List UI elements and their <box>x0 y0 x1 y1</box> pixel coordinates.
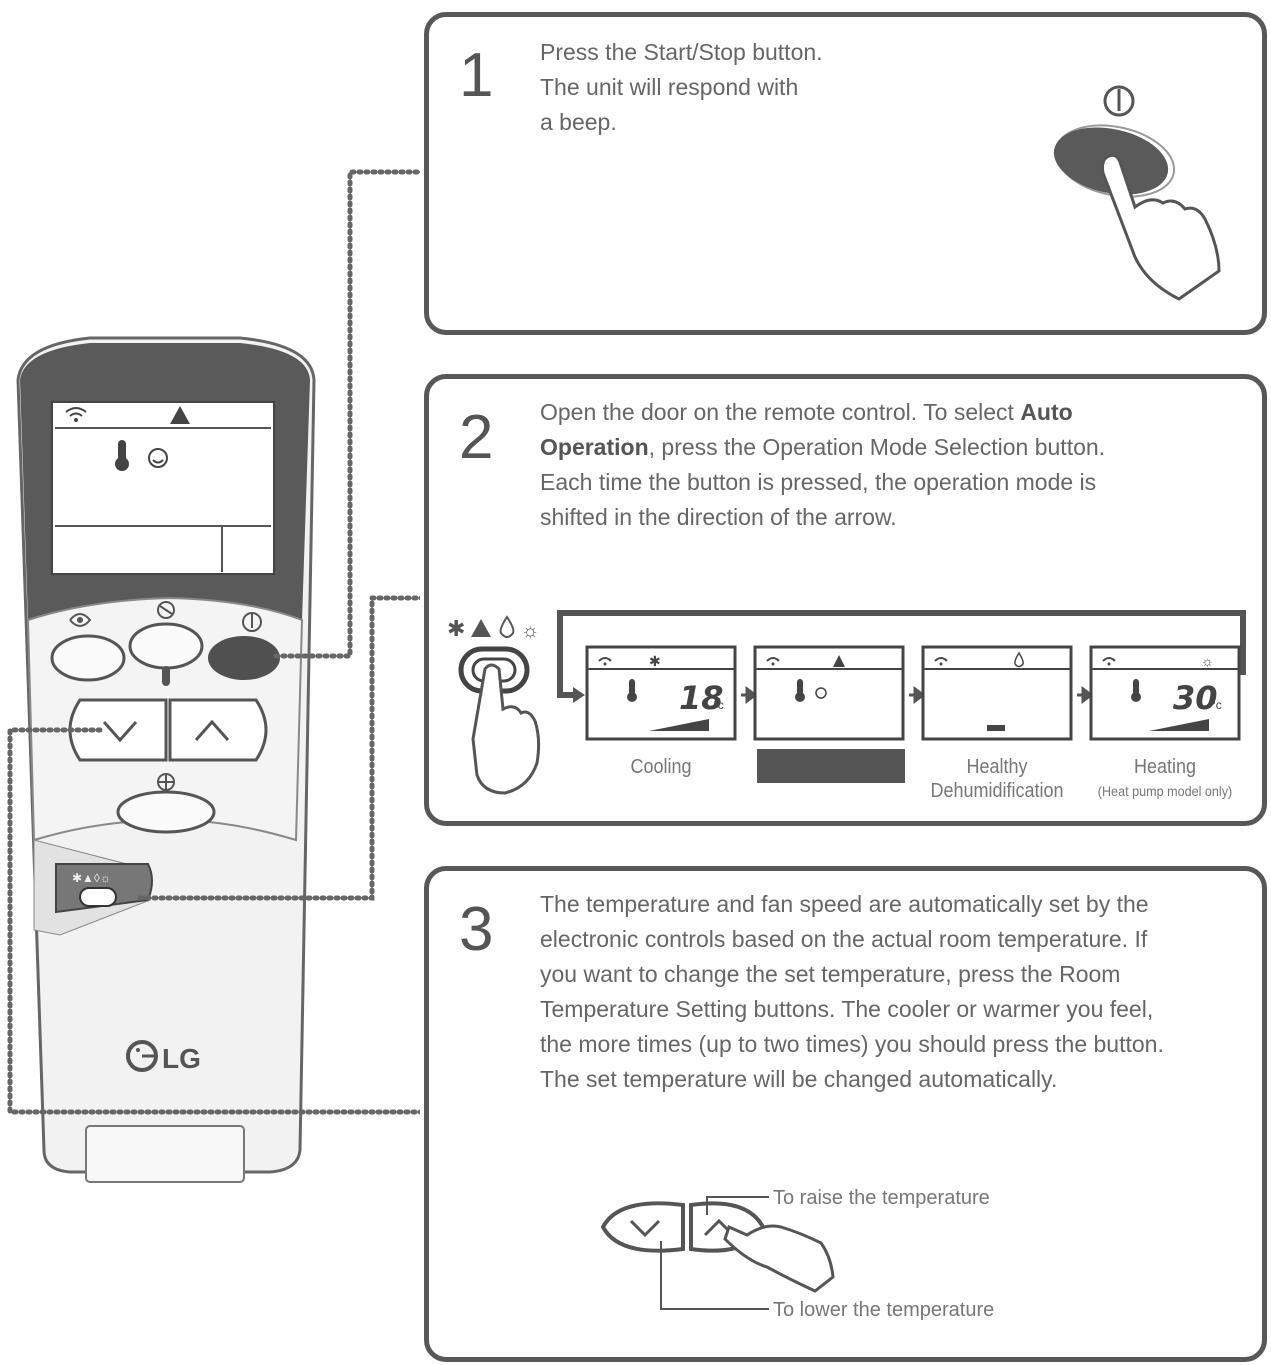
svg-text:18: 18 <box>679 679 724 717</box>
remote-control-illustration: ✱▲◊☼ LG <box>7 169 420 1183</box>
start-stop-press-illustration <box>1053 85 1221 301</box>
drop-icon <box>499 615 515 638</box>
svg-text:☼: ☼ <box>1201 653 1214 669</box>
fan-speed-icon <box>157 773 175 791</box>
auto-icon <box>471 619 491 637</box>
step-2-panel: 2 Open the door on the remote control. T… <box>424 374 1267 826</box>
lcd-cooling: ✱ 18 °c <box>585 645 737 741</box>
power-icon <box>1103 85 1135 117</box>
lg-logo: LG <box>126 1040 201 1074</box>
fan-swing-icon <box>69 613 92 627</box>
lcd-auto <box>753 645 905 741</box>
svg-text:✱▲◊☼: ✱▲◊☼ <box>72 871 111 885</box>
sun-icon: ☼ <box>521 620 539 642</box>
lcd-dehumidification <box>921 645 1073 741</box>
step-1-text: Press the Start/Stop button. The unit wi… <box>540 39 823 135</box>
svg-text:✱: ✱ <box>649 653 661 669</box>
thermometer-icon <box>115 440 129 471</box>
lower-temperature-label: To lower the temperature <box>773 1299 995 1321</box>
jet-icon <box>157 601 175 619</box>
svg-text:°c: °c <box>1211 698 1222 712</box>
svg-text:°c: °c <box>713 698 724 712</box>
step-number: 2 <box>459 403 494 472</box>
pointing-hand-icon <box>723 1224 835 1293</box>
auto-icon <box>170 406 190 424</box>
step-number: 3 <box>459 895 494 964</box>
step-3-text: The temperature and fan speed are automa… <box>540 891 1164 1092</box>
pointing-hand-icon <box>1101 153 1221 301</box>
step-number: 1 <box>459 41 494 110</box>
power-icon <box>242 612 262 632</box>
temperature-buttons-illustration <box>600 1196 835 1310</box>
wifi-signal-icon <box>65 407 87 422</box>
svg-text:30: 30 <box>1173 679 1218 717</box>
mode-label-cooling: Cooling <box>630 756 692 778</box>
step-1-panel: 1 Press the Start/Stop button. The unit … <box>424 12 1267 335</box>
brand-logo-text: LG <box>162 1043 201 1074</box>
start-stop-button <box>208 636 280 680</box>
pointing-hand-icon <box>471 663 541 795</box>
auto-mode-label-box <box>757 749 905 783</box>
mode-label-heating: Heating (Heat pump model only) <box>1097 756 1233 799</box>
lcd-heating: ☼ 30 °c <box>1089 645 1241 741</box>
snowflake-icon: ✱ <box>447 616 465 641</box>
raise-temperature-label: To raise the temperature <box>773 1187 990 1209</box>
operation-mode-diagram: ✱ ☼ ✱ 18 °c <box>447 610 1246 795</box>
step-3-panel: 3 The temperature and fan speed are auto… <box>424 866 1267 1362</box>
mode-label-dehumidification: Healthy Dehumidification <box>930 756 1064 802</box>
smiley-icon <box>148 448 168 468</box>
step-2-text: Open the door on the remote control. To … <box>540 399 1106 530</box>
